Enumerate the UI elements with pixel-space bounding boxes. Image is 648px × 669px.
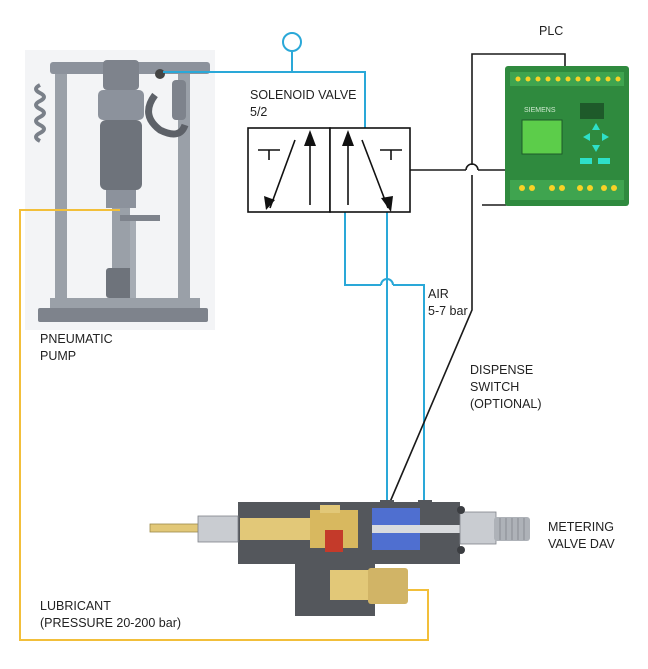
dispense-switch-sublabel: SWITCH xyxy=(470,380,519,394)
metering-valve-label: METERING xyxy=(548,520,614,534)
plc-unit: SIEMENS xyxy=(505,66,629,206)
lubricant-line xyxy=(19,209,429,641)
lubricant-label: LUBRICANT xyxy=(40,599,111,613)
solenoid-valve xyxy=(247,127,411,213)
pneumatic-pump-label: PNEUMATIC xyxy=(40,332,113,346)
air-supply-circle-icon xyxy=(282,32,302,52)
metering-valve xyxy=(149,500,530,616)
hose-coil-icon xyxy=(34,83,46,143)
plc-keypad-icon xyxy=(580,123,610,164)
dispense-switch-label: DISPENSE xyxy=(470,363,533,377)
air-label: AIR xyxy=(428,287,449,301)
pneumatic-pump xyxy=(25,50,215,330)
plc-label: PLC xyxy=(539,24,563,38)
air-pressure-label: 5-7 bar xyxy=(428,304,468,318)
lubricant-pressure-label: (PRESSURE 20-200 bar) xyxy=(40,616,181,630)
solenoid-valve-label: SOLENOID VALVE xyxy=(250,88,357,102)
metering-valve-sublabel: VALVE DAV xyxy=(548,537,615,551)
plc-brand-label: SIEMENS xyxy=(524,107,556,114)
dispense-switch-optional-label: (OPTIONAL) xyxy=(470,397,542,411)
solenoid-valve-sublabel: 5/2 xyxy=(250,105,267,119)
pneumatic-pump-sublabel: PUMP xyxy=(40,349,76,363)
plc-screen xyxy=(521,119,563,155)
air-line xyxy=(163,52,425,506)
